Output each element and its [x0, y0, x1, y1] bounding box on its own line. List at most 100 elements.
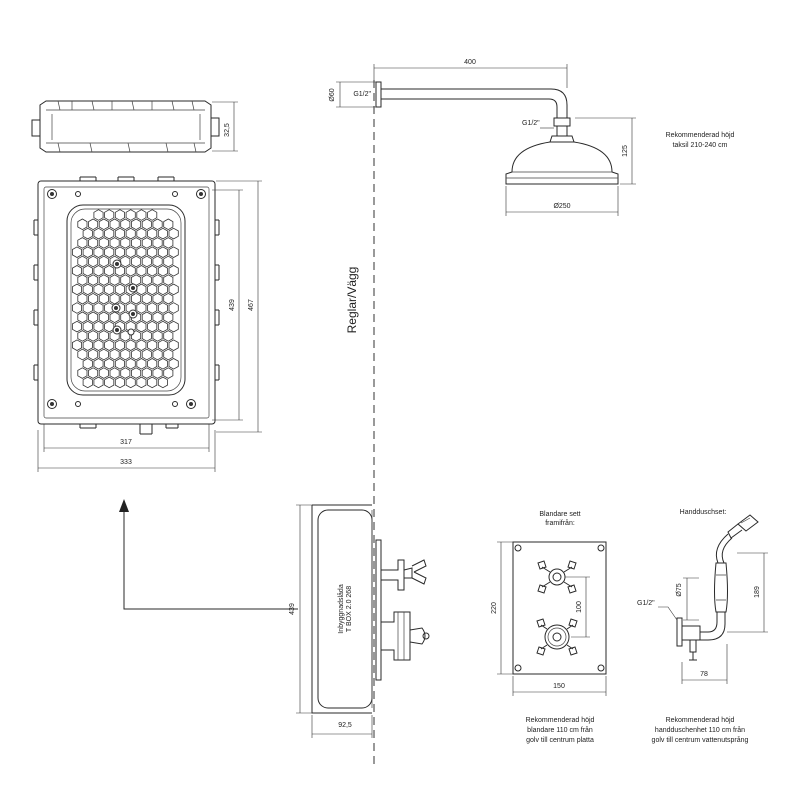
arrow-indicator [119, 499, 298, 610]
hex-cell [157, 376, 168, 389]
hex-cell [114, 339, 125, 351]
hex-cell [109, 237, 120, 249]
hex-cell [104, 376, 115, 389]
box-name-2: T BOX 2.0 268 [346, 586, 353, 632]
hex-cell [82, 283, 93, 296]
hex-cell [104, 283, 115, 296]
ceiling-note-2: taksil 210-240 cm [673, 142, 728, 149]
head-height-label: 125 [622, 145, 629, 157]
hex-cell [136, 376, 147, 389]
hex-cell [93, 283, 104, 296]
hex-cell [125, 265, 136, 277]
hex-cell [77, 274, 88, 286]
hex-cell [147, 302, 158, 314]
hex-pattern [72, 209, 179, 389]
hex-cell [104, 265, 115, 277]
box-top-profile [31, 100, 220, 153]
hex-cell [82, 227, 93, 240]
hex-cell [157, 246, 168, 258]
hex-cell [104, 339, 115, 351]
hex-cell [141, 255, 152, 268]
hex-cell [77, 311, 88, 324]
hex-cell [152, 274, 163, 286]
hex-cell [120, 348, 131, 361]
hex-cell [136, 209, 147, 221]
mixer-title-2: framifrån: [545, 519, 575, 527]
hex-cell [163, 292, 174, 305]
hex-cell [120, 255, 131, 268]
hex-cell [157, 302, 168, 314]
hex-cell [163, 311, 174, 324]
hand-dimensions: Ø75 189 G1/2" 78 Rekommenderad höjd hand… [637, 552, 768, 744]
mixer-note-1: Rekommenderad höjd [526, 717, 595, 724]
hex-cell [93, 320, 104, 333]
hex-cell [141, 274, 152, 286]
hex-cell [152, 367, 163, 379]
wall-thread-label: G1/2" [353, 91, 371, 98]
hex-cell [157, 358, 168, 370]
hex-cell [152, 237, 163, 249]
hex-cell [82, 302, 93, 314]
hex-cell [120, 292, 131, 305]
shower-arm [375, 81, 571, 137]
hex-cell [104, 246, 115, 258]
hex-cell [141, 237, 152, 249]
hex-cell [109, 274, 120, 286]
hex-cell [120, 330, 131, 342]
hex-cell [141, 348, 152, 361]
hand-depth-label: 78 [700, 671, 708, 678]
mixer-height-label: 220 [491, 602, 498, 614]
hex-cell [82, 339, 93, 351]
hex-cell [152, 255, 163, 268]
hex-cell [77, 348, 88, 361]
hex-cell [152, 348, 163, 361]
hex-cell [168, 227, 179, 240]
hex-cell [77, 367, 88, 379]
hex-cell [109, 348, 120, 361]
hex-cell [109, 367, 120, 379]
hex-cell [136, 358, 147, 370]
hex-cell [88, 367, 99, 379]
hand-height-label: 189 [754, 586, 761, 598]
hand-note-3: golv till centrum vattenutsprång [652, 736, 749, 744]
hex-cell [98, 348, 109, 361]
hex-cell [104, 358, 115, 370]
ceiling-note-1: Rekommenderad höjd [666, 132, 735, 139]
shower-dimensions: 400 Ø60 G1/2" G1/2" 125 Ø250 Rekommender… [329, 59, 735, 216]
hex-cell [82, 265, 93, 277]
hex-cell [147, 209, 158, 221]
hex-cell [77, 237, 88, 249]
box-side-dimensions: 439 92,5 [289, 504, 373, 738]
hex-cell [104, 320, 115, 333]
hex-cell [141, 367, 152, 379]
hex-cell [98, 292, 109, 305]
hex-cell [93, 265, 104, 277]
hex-cell [141, 292, 152, 305]
hex-cell [98, 237, 109, 249]
hex-cell [72, 283, 82, 296]
hex-cell [147, 339, 158, 351]
hex-cell [98, 255, 109, 268]
hex-cell [163, 218, 174, 231]
shower-head [505, 135, 619, 185]
outer-height-label: 467 [248, 299, 255, 311]
mixer-front: Blandare sett framifrån: [512, 511, 607, 675]
hex-cell [136, 283, 147, 296]
hex-cell [163, 237, 174, 249]
hex-cell [168, 358, 179, 370]
hex-cell [130, 292, 142, 305]
box-front-view [33, 176, 220, 435]
hex-cell [93, 246, 104, 258]
box-side-section: Inbyggnadslåda T BOX 2.0 268 [311, 504, 430, 714]
box-front-dimensions: 439 467 317 333 [37, 180, 262, 472]
hex-cell [88, 218, 99, 231]
hex-cell [147, 265, 158, 277]
mixer-dimensions: 220 100 150 Rekommenderad höjd blandare … [491, 541, 607, 744]
hex-cell [147, 227, 158, 240]
hex-cell [88, 274, 99, 286]
hex-cell [136, 339, 147, 351]
hex-cell [114, 246, 125, 258]
hex-cell [77, 330, 88, 342]
hex-cell [136, 265, 147, 277]
hex-cell [88, 348, 99, 361]
